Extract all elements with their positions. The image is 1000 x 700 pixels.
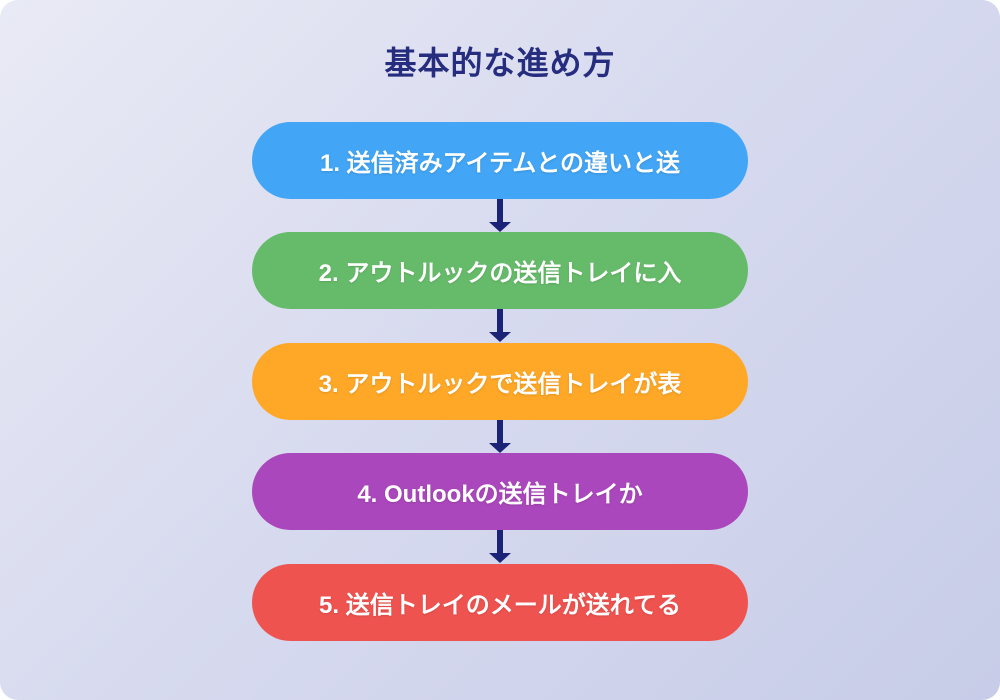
arrow-head <box>489 222 511 232</box>
down-arrow-icon <box>489 199 511 232</box>
arrow-head <box>489 443 511 453</box>
flow-step-4: 4. Outlookの送信トレイか <box>252 453 748 530</box>
arrow-stem <box>497 420 503 443</box>
flow-step-1: 1. 送信済みアイテムとの違いと送 <box>252 122 748 199</box>
flow-step-2: 2. アウトルックの送信トレイに入 <box>252 232 748 309</box>
arrow-stem <box>497 309 503 332</box>
flow-step-3: 3. アウトルックで送信トレイが表 <box>252 343 748 420</box>
arrow-stem <box>497 199 503 222</box>
diagram-title: 基本的な進め方 <box>384 45 616 81</box>
flow-step-5: 5. 送信トレイのメールが送れてる <box>252 564 748 641</box>
arrow-stem <box>497 530 503 553</box>
arrow-head <box>489 553 511 563</box>
arrow-head <box>489 332 511 342</box>
down-arrow-icon <box>489 530 511 563</box>
down-arrow-icon <box>489 420 511 453</box>
down-arrow-icon <box>489 309 511 342</box>
